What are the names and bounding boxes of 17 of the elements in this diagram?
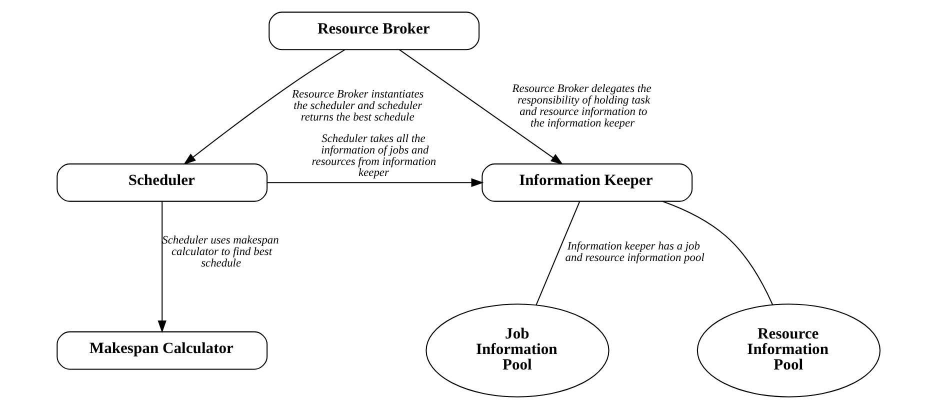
node-box: Makespan Calculator: [56, 331, 268, 370]
arrow: [183, 49, 346, 165]
node-ellipse: Job Information Pool: [426, 304, 610, 398]
arrow: [158, 201, 166, 333]
node-box: Scheduler: [56, 163, 268, 202]
edge-label: Information keeper has a job and resource information pool: [565, 240, 704, 264]
arrow: [399, 49, 564, 165]
connector: [536, 201, 580, 306]
node-box: Resource Broker: [268, 12, 480, 50]
arrow: [267, 178, 484, 187]
connector: [662, 200, 774, 305]
node-ellipse: Resource Information Pool: [696, 304, 881, 398]
edge-label: Resource Broker delegates the responsibility of holding task and resource information to the information keeper: [512, 83, 652, 130]
edge-label: Scheduler takes all the information of jobs and resources from information keeper: [312, 132, 436, 180]
edge-label: Resource Broker instantiates the scheduler and scheduler returns the best schedule: [292, 88, 424, 124]
node-box: Information Keeper: [482, 163, 693, 202]
edge-label: Scheduler uses makespan calculator to find best schedule: [162, 234, 279, 270]
